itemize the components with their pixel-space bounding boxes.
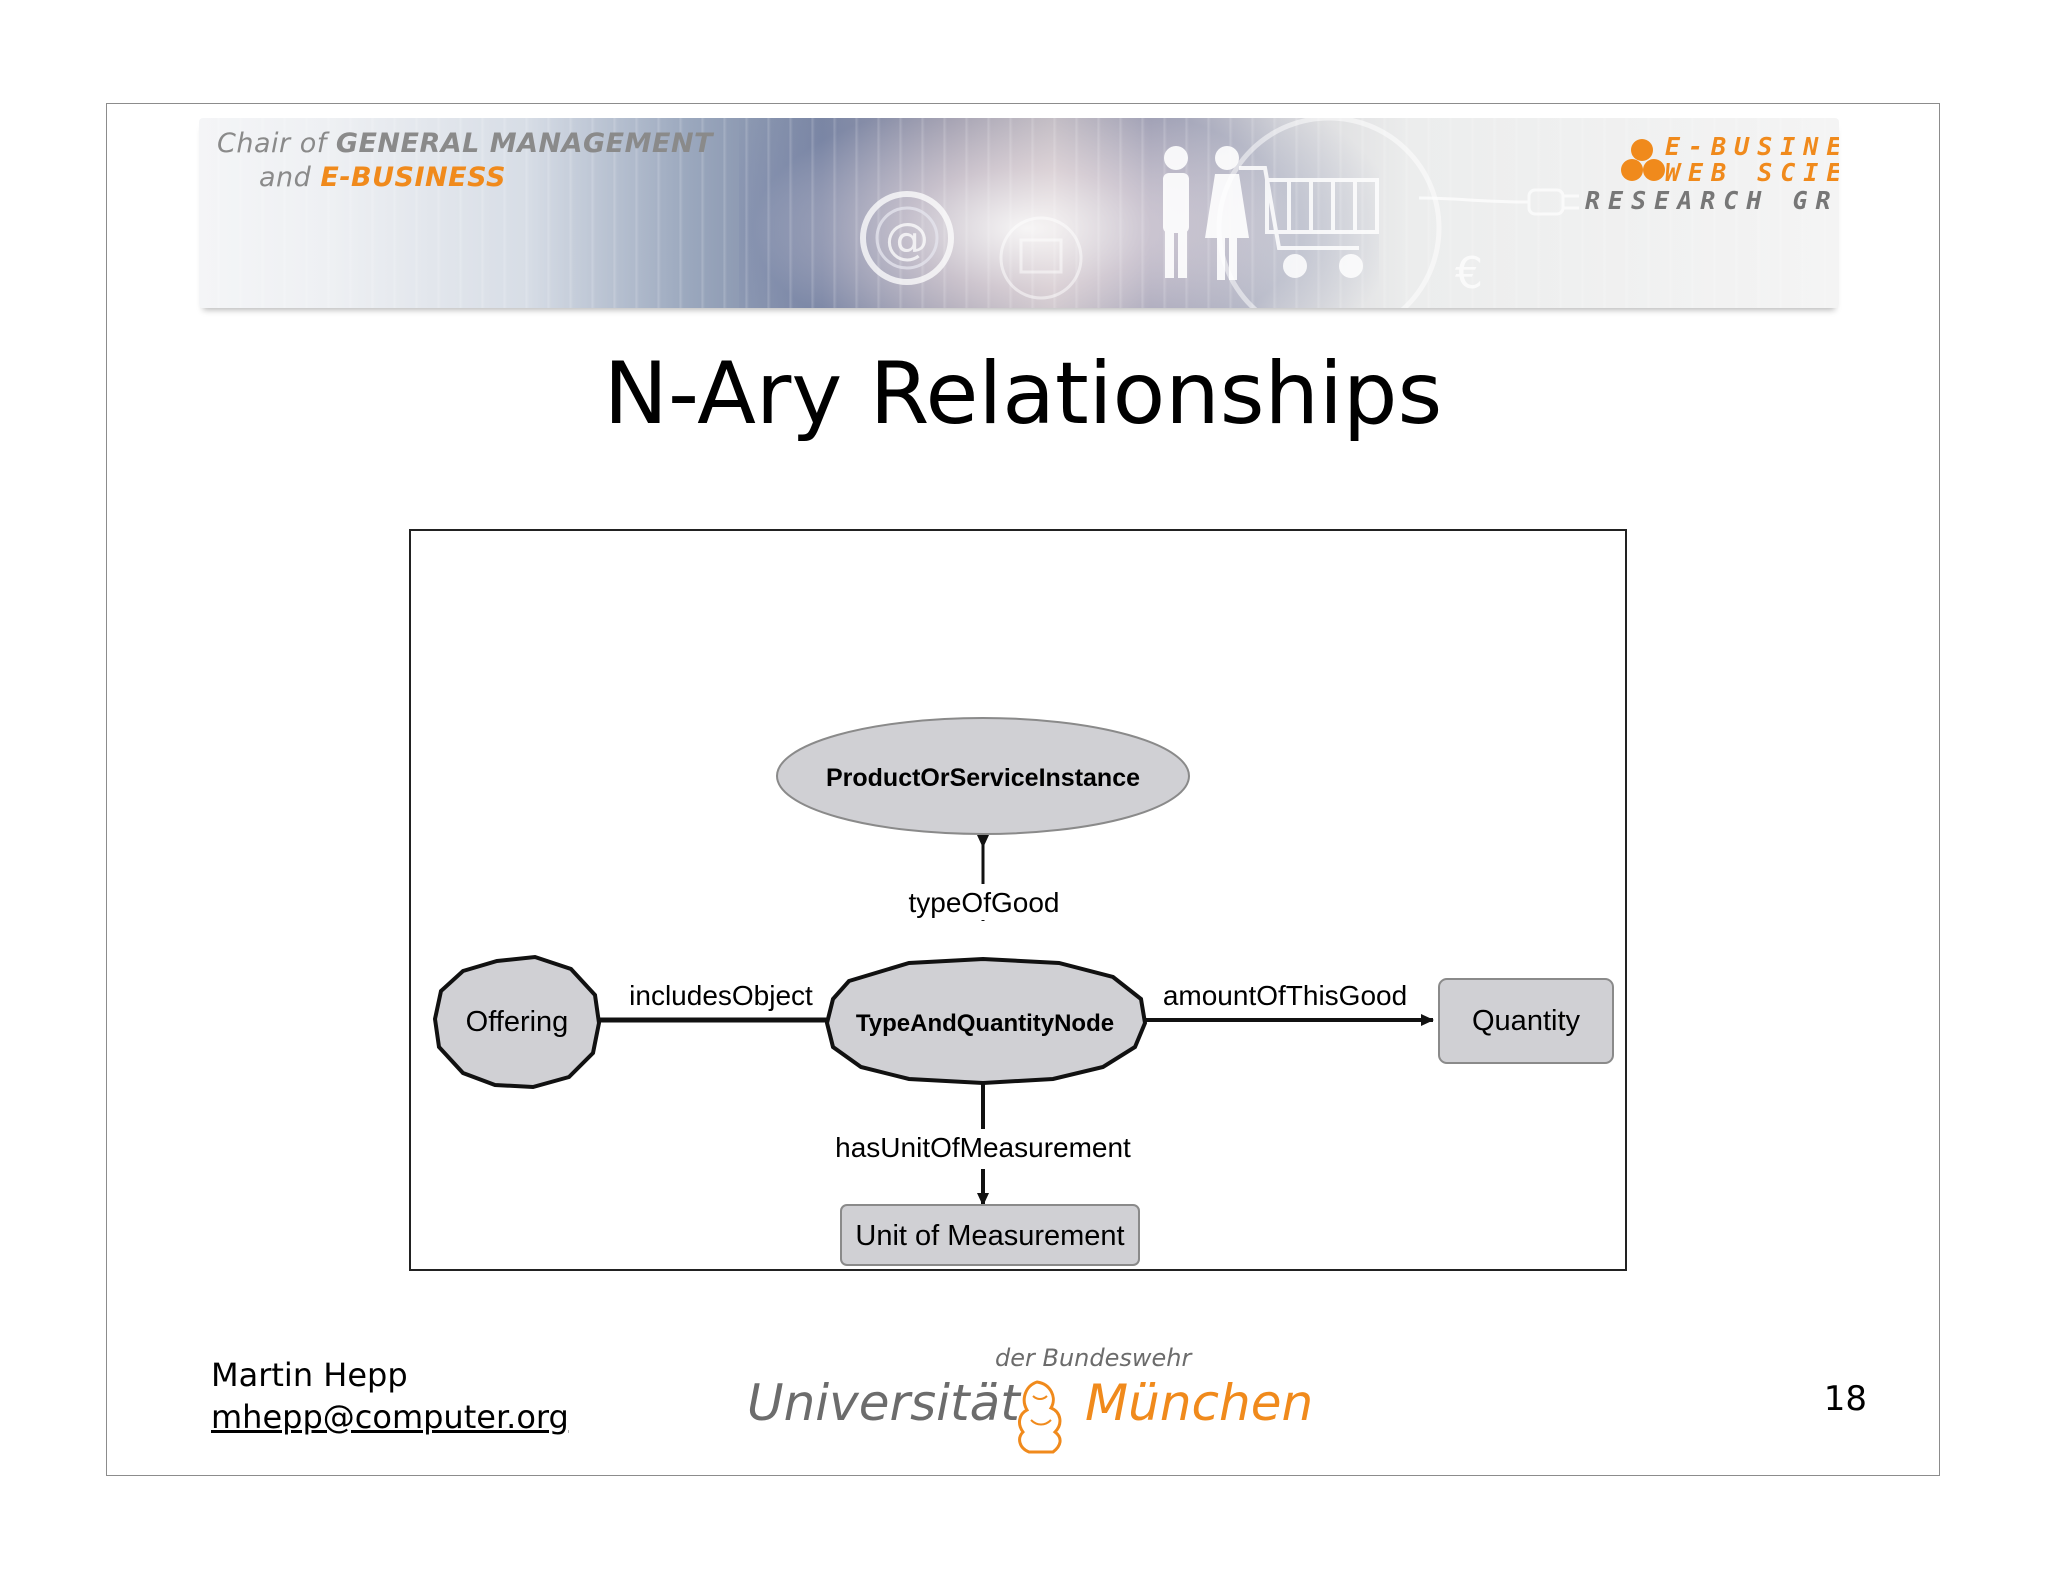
university-logo-city: München [1085,1374,1314,1432]
shopping-cart-icon [1239,166,1379,278]
edge-label-has-unit-of-measurement: hasUnitOfMeasurement [835,1132,1131,1163]
group-line-1: E-BUSINESS+ [1665,132,1839,161]
author-email-link[interactable]: mhepp@computer.org [211,1398,569,1436]
header-banner: @ [199,118,1839,308]
slide-title: N-Ary Relationships [603,344,1443,444]
node-offering: Offering [432,954,602,1090]
chair-and: and [259,162,312,193]
node-product-or-service-instance: ProductOrServiceInstance [776,717,1190,835]
node-quantity: Quantity [1438,978,1614,1064]
node-label: TypeAndQuantityNode [856,1010,1114,1037]
decorative-arc [1216,118,1442,308]
edge-label-includes-object: includesObject [629,980,813,1011]
plug-icon [1418,188,1579,216]
nary-relationship-diagram: ProductOrServiceInstance Offering TypeAn… [409,529,1627,1271]
group-line-2: WEB SCIENCE [1665,158,1839,187]
edge-label-type-of-good: typeOfGood [909,887,1060,918]
euro-icon: € [1455,248,1483,299]
banner-texture [199,118,1839,308]
node-label: Quantity [1472,1005,1580,1037]
research-group-logo-icon [1621,139,1665,181]
edge-label-amount-of-this-good: amountOfThisGood [1163,980,1407,1011]
university-crest-icon [1018,1380,1062,1454]
slide: @ [106,103,1940,1476]
chair-name: GENERAL MANAGEMENT [335,128,713,159]
node-unit-of-measurement: Unit of Measurement [840,1204,1140,1266]
chair-subject: E-BUSINESS [320,162,507,193]
chair-prefix: Chair of [217,128,327,159]
edge-type-of-good [909,835,1059,921]
svg-text:@: @ [885,214,929,265]
edge-label-bg [909,884,1059,920]
university-logo-name: Universität [747,1374,1020,1432]
at-sign-icon: @ [860,191,954,285]
node-label: Unit of Measurement [855,1220,1124,1252]
chair-line-1: Chair of GENERAL MANAGEMENT [217,128,713,159]
banner-illustration: @ [860,118,1665,308]
author-name: Martin Hepp [211,1356,408,1394]
edge-has-unit-of-measurement [849,1081,1117,1206]
group-line-3: RESEARCH GROUP [1585,186,1839,215]
university-logo-subtitle: der Bundeswehr [995,1344,1192,1372]
node-type-and-quantity: TypeAndQuantityNode [824,956,1148,1086]
edge-label-bg [849,1129,1117,1169]
node-label: Offering [466,1006,569,1038]
node-label: ProductOrServiceInstance [826,764,1140,792]
people-icon [1163,146,1249,280]
monitor-icon [999,216,1083,300]
chair-line-2: and E-BUSINESS [259,162,506,193]
page-number: 18 [1823,1379,1867,1419]
